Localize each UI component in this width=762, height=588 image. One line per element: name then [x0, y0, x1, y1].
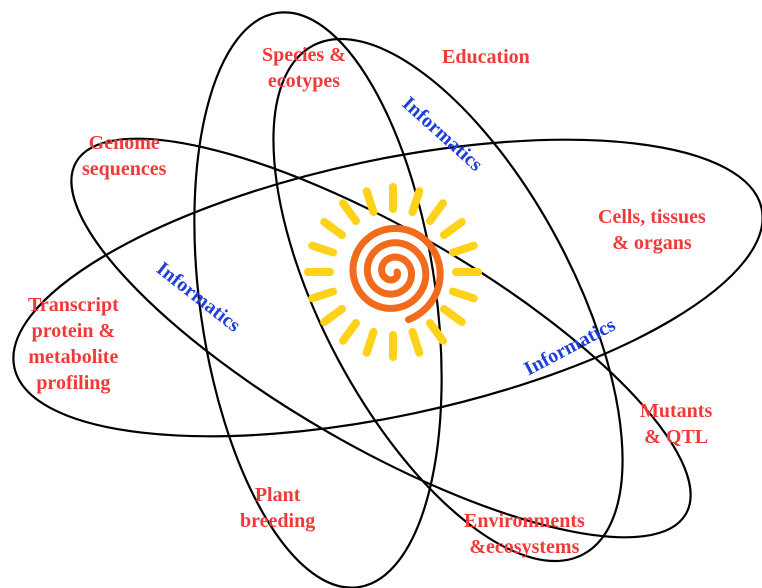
sun-ray: [367, 332, 374, 353]
sun-ray: [444, 309, 462, 322]
sun-spiral: [353, 228, 440, 319]
sun-ray: [324, 222, 342, 235]
sun-ray: [343, 203, 356, 221]
sun-ray: [453, 246, 474, 253]
sun-ray: [413, 191, 420, 212]
sun-ray: [312, 246, 333, 253]
label-cells-tissues-organs: Cells, tissues& organs: [598, 204, 706, 256]
sun-ray: [324, 309, 342, 322]
sun-ray: [312, 292, 333, 299]
sun-ray: [453, 292, 474, 299]
sun-ray: [430, 203, 443, 221]
label-education: Education: [442, 44, 530, 70]
label-species-ecotypes: Species &ecotypes: [262, 42, 346, 94]
sun-spiral-icon: [308, 187, 478, 357]
sun-ray: [413, 332, 420, 353]
sun-ray: [444, 222, 462, 235]
sun-ray: [430, 323, 443, 341]
label-environments-ecosystems: Environments&ecosystems: [464, 508, 585, 560]
sun-ray: [343, 323, 356, 341]
label-mutants-qtl: Mutants& QTL: [640, 398, 712, 450]
